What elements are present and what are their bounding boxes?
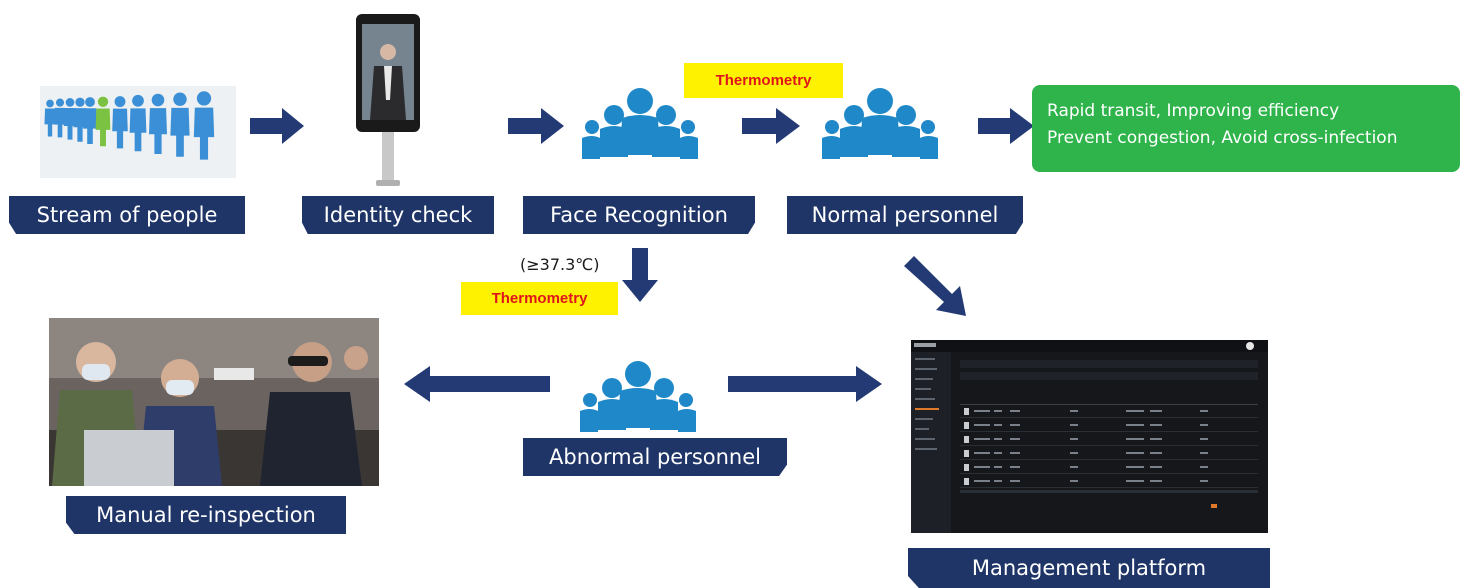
stream-of-people-image bbox=[40, 86, 236, 178]
label-manual-reinspection: Manual re-inspection bbox=[66, 496, 346, 534]
label-normal-personnel: Normal personnel bbox=[787, 196, 1023, 234]
arrow-face-to-normal bbox=[742, 108, 800, 144]
thermometry-highlight-bottom: Thermometry bbox=[461, 282, 618, 315]
face-terminal-device-image bbox=[356, 14, 420, 186]
arrow-stream-to-identity bbox=[250, 108, 304, 144]
label-identity-check: Identity check bbox=[302, 196, 494, 234]
management-platform-screenshot bbox=[911, 340, 1268, 533]
temperature-threshold: (≥37.3℃) bbox=[520, 255, 600, 274]
result-banner: Rapid transit, Improving efficiency Prev… bbox=[1032, 85, 1460, 172]
arrow-abnormal-to-platform bbox=[728, 366, 882, 402]
result-line-1: Rapid transit, Improving efficiency bbox=[1047, 101, 1340, 121]
label-management-platform: Management platform bbox=[908, 548, 1270, 588]
arrow-normal-to-result bbox=[978, 108, 1034, 144]
result-line-2: Prevent congestion, Avoid cross-infectio… bbox=[1047, 128, 1398, 148]
arrow-identity-to-face bbox=[508, 108, 564, 144]
arrow-normal-to-platform bbox=[904, 256, 966, 316]
arrow-abnormal-to-manual bbox=[404, 366, 550, 402]
label-face-recognition: Face Recognition bbox=[523, 196, 755, 234]
label-abnormal-personnel: Abnormal personnel bbox=[523, 438, 787, 476]
normal-personnel-people-icon bbox=[822, 88, 938, 159]
abnormal-personnel-people-icon bbox=[580, 361, 696, 432]
label-stream-of-people: Stream of people bbox=[9, 196, 245, 234]
arrow-face-to-abnormal bbox=[622, 248, 658, 302]
thermometry-highlight-top: Thermometry bbox=[684, 63, 843, 98]
face-recognition-people-icon bbox=[582, 88, 698, 159]
manual-reinspection-photo bbox=[49, 318, 379, 486]
